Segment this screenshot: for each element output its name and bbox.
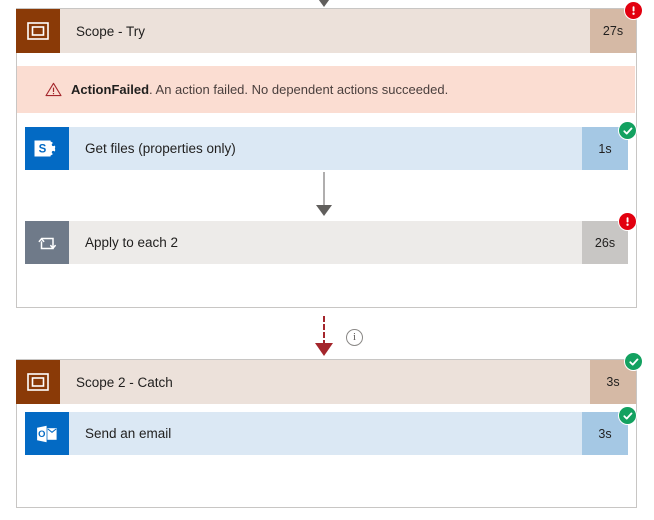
scope-header-try[interactable]: Scope - Try 27s xyxy=(16,9,636,53)
apply-to-each-loop-icon xyxy=(25,221,69,264)
status-badge-failed-scope-try xyxy=(624,1,643,20)
svg-text:O: O xyxy=(38,428,45,439)
action-title-send-an-email: Send an email xyxy=(85,426,172,441)
scope-icon xyxy=(16,360,60,404)
outlook-icon: O xyxy=(25,412,69,455)
action-title-apply-to-each-2: Apply to each 2 xyxy=(85,235,179,250)
status-badge-success-send-an-email xyxy=(618,406,637,425)
status-badge-success-scope-catch xyxy=(624,352,643,371)
success-check-icon xyxy=(622,412,632,419)
success-check-icon xyxy=(622,127,632,134)
error-message: ActionFailed. An action failed. No depen… xyxy=(71,82,448,97)
sharepoint-icon: S xyxy=(25,127,69,170)
scope-header-catch[interactable]: Scope 2 - Catch 3s xyxy=(16,360,636,404)
info-icon[interactable]: i xyxy=(346,329,363,346)
status-badge-failed-apply-to-each-2 xyxy=(618,212,637,231)
error-code: ActionFailed xyxy=(71,82,150,97)
error-detail: . An action failed. No dependent actions… xyxy=(149,82,449,97)
error-banner-action-failed: ActionFailed. An action failed. No depen… xyxy=(17,66,635,113)
run-after-connector xyxy=(306,316,342,364)
scope-title-catch: Scope 2 - Catch xyxy=(76,374,173,390)
status-badge-success-get-files xyxy=(618,121,637,140)
svg-text:S: S xyxy=(39,143,47,155)
action-title-get-files: Get files (properties only) xyxy=(85,141,236,156)
action-card-send-an-email[interactable]: O Send an email 3s xyxy=(25,412,628,455)
error-icon xyxy=(626,217,629,226)
error-icon xyxy=(632,6,635,15)
action-duration-apply-to-each-2: 26s xyxy=(582,221,628,264)
warning-triangle-icon xyxy=(45,82,62,97)
scope-title-try: Scope - Try xyxy=(76,23,146,39)
action-card-get-files[interactable]: S Get files (properties only) 1s xyxy=(25,127,628,170)
action-card-apply-to-each-2[interactable]: Apply to each 2 26s xyxy=(25,221,628,264)
scope-icon xyxy=(16,9,60,53)
success-check-icon xyxy=(628,358,638,365)
